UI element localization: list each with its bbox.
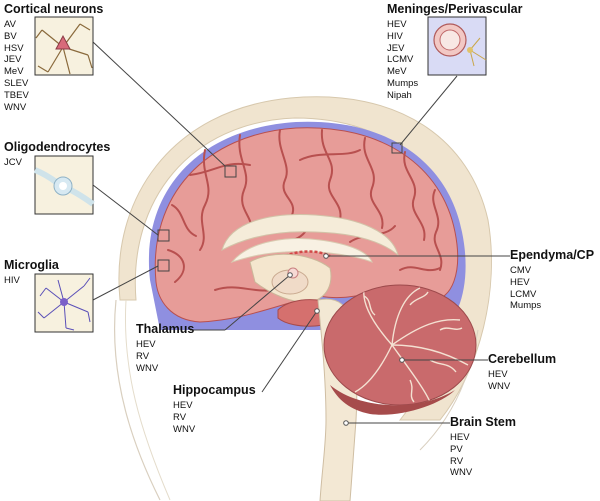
virus-list: HEV RV WNV [136,339,194,374]
label-cortical: Cortical neurons AV BV HSV JEV MeV SLEV … [4,2,103,113]
microglia-inset [34,273,94,333]
virus-item: MeV [4,66,24,78]
cerebellum [323,284,477,415]
virus-item: AV [4,19,16,30]
virus-item: HIV [387,30,403,42]
label-brainstem: Brain Stem HEV PV RV WNV [450,415,516,479]
label-microglia: Microglia HIV [4,258,59,287]
virus-item: SLEV [4,77,29,89]
virus-item: BV [4,30,17,42]
virus-item: Nipah [387,89,412,101]
virus-item: HEV [488,369,508,380]
label-thalamus: Thalamus HEV RV WNV [136,322,194,374]
virus-item: HSV [4,42,24,54]
label-title: Ependyma/CP [510,248,595,262]
virus-item: WNV [136,362,159,374]
virus-list: CMV HEV LCMV Mumps [510,265,594,312]
virus-item: HEV [450,432,470,443]
virus-item: WNV [450,467,473,479]
label-title: Cerebellum [488,352,557,366]
label-title: Meninges/Perivascular [387,2,523,16]
virus-list: HEV PV RV WNV [450,432,516,479]
label-title: Thalamus [136,322,195,336]
label-title: Hippocampus [173,383,256,397]
virus-item: TBEV [4,89,29,101]
virus-item: CMV [510,265,532,276]
diencephalon [249,253,332,303]
virus-item: HEV [510,276,530,288]
label-title: Brain Stem [450,415,516,429]
sulci [167,129,443,292]
virus-item: JCV [4,157,22,168]
label-title: Oligodendrocytes [4,140,111,154]
virus-list: HEV HIV JEV LCMV MeV Mumps Nipah [387,19,522,102]
label-hippocampus: Hippocampus HEV RV WNV [173,383,256,435]
virus-item: JEV [387,42,405,54]
label-title: Microglia [4,258,59,272]
neuron-inset [34,16,94,76]
vessel-inset [427,16,487,76]
leader-lines [92,41,510,424]
virus-item: HEV [387,19,407,30]
label-ependyma: Ependyma/CP CMV HEV LCMV Mumps [510,248,594,312]
virus-item: PV [450,443,463,455]
virus-item: LCMV [387,54,414,66]
label-title: Cortical neurons [4,2,104,16]
virus-item: RV [136,350,150,362]
virus-list: HIV [4,275,59,287]
label-oligodendrocytes: Oligodendrocytes JCV [4,140,110,169]
virus-list: HEV RV WNV [173,400,256,435]
virus-item: MeV [387,66,407,78]
virus-item: LCMV [510,288,537,300]
corpus-callosum [221,214,399,257]
virus-item: HIV [4,275,20,286]
virus-item: Mumps [387,77,419,89]
virus-list: HEV WNV [488,369,556,393]
virus-list: JCV [4,157,110,169]
virus-item: WNV [4,101,27,113]
virus-list: AV BV HSV JEV MeV SLEV TBEV WNV [4,19,103,113]
virus-item: Mumps [510,300,542,312]
virus-item: RV [450,455,464,467]
virus-item: HEV [136,339,156,350]
oligodendrocyte-inset [33,155,95,215]
virus-item: RV [173,411,187,423]
virus-item: WNV [173,423,196,435]
leader-dots [287,253,405,426]
virus-item: HEV [173,400,193,411]
label-meninges: Meninges/Perivascular HEV HIV JEV LCMV M… [387,2,522,102]
virus-item: WNV [488,380,511,392]
virus-item: JEV [4,54,22,66]
label-cerebellum: Cerebellum HEV WNV [488,352,556,393]
